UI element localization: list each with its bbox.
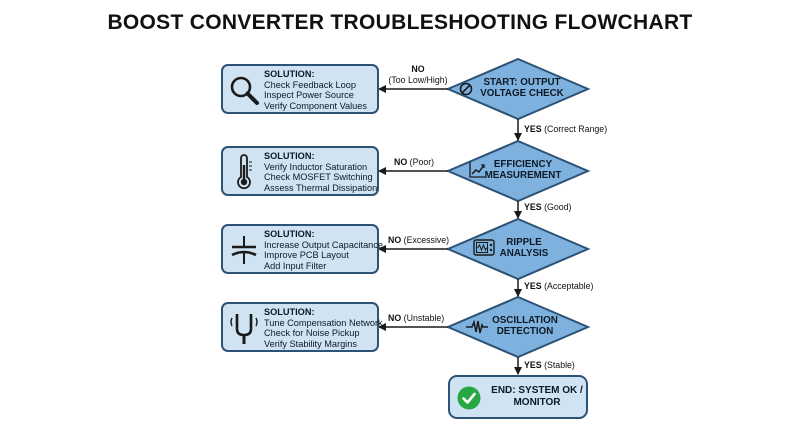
oscilloscope-icon xyxy=(473,239,495,256)
solution-line: Verify Inductor Saturation xyxy=(264,161,368,172)
no-label-sub: (Excessive) xyxy=(403,235,450,245)
yes-label-sub: (Stable) xyxy=(544,360,575,370)
solution-box-3: SOLUTION: Increase Output Capacitance Im… xyxy=(221,224,383,274)
check-circle-icon xyxy=(457,386,481,410)
solution-line: Inspect Power Source xyxy=(264,90,354,101)
solution-heading: SOLUTION: xyxy=(264,151,315,161)
solution-line: Add Input Filter xyxy=(264,260,327,271)
tuning-fork-icon xyxy=(230,314,258,344)
no-label-main: NO xyxy=(388,235,402,245)
no-label-3: NO (Excessive) xyxy=(388,235,449,245)
solution-text-3: SOLUTION: Increase Output Capacitance Im… xyxy=(264,229,383,271)
no-label-sub: (Too Low/High) xyxy=(388,75,448,85)
solution-text-2: SOLUTION: Verify Inductor Saturation Che… xyxy=(264,151,377,193)
decision-label-1: START: OUTPUT VOLTAGE CHECK xyxy=(480,77,564,99)
decision-label-4: OSCILLATION DETECTION xyxy=(492,315,558,337)
decision-label-2: EFFICIENCY MEASUREMENT xyxy=(484,159,562,181)
solution-text-4: SOLUTION: Tune Compensation Network Chec… xyxy=(264,307,383,349)
solution-box-2: SOLUTION: Verify Inductor Saturation Che… xyxy=(221,146,379,196)
solution-line: Check MOSFET Switching xyxy=(264,172,373,183)
no-label-2: NO (Poor) xyxy=(394,157,434,167)
page-title: BOOST CONVERTER TROUBLESHOOTING FLOWCHAR… xyxy=(107,11,693,34)
yes-label-2: YES (Good) xyxy=(524,202,571,212)
solution-line: Assess Thermal Dissipation xyxy=(264,182,378,193)
solution-line: Check for Noise Pickup xyxy=(264,328,360,339)
no-label-main: NO xyxy=(388,313,402,323)
solution-heading: SOLUTION: xyxy=(264,307,315,317)
no-label-sub: (Poor) xyxy=(409,157,435,167)
yes-label-sub: (Good) xyxy=(544,202,572,212)
solution-box-4: SOLUTION: Tune Compensation Network Chec… xyxy=(221,302,383,352)
solution-line: Verify Component Values xyxy=(264,100,367,111)
no-label-main: NO xyxy=(411,64,425,74)
yes-label-sub: (Correct Range) xyxy=(544,124,608,134)
yes-label-main: YES xyxy=(524,360,542,370)
yes-label-main: YES xyxy=(524,202,542,212)
magnifier-icon xyxy=(230,76,259,105)
solution-line: Check Feedback Loop xyxy=(264,79,356,90)
yes-label-4: YES (Stable) xyxy=(524,360,575,370)
yes-label-main: YES xyxy=(524,281,542,291)
yes-label-1: YES (Correct Range) xyxy=(524,124,607,134)
solution-box-1: SOLUTION: Check Feedback Loop Inspect Po… xyxy=(221,64,379,114)
solution-heading: SOLUTION: xyxy=(264,229,315,239)
no-label-1: NO (Too Low/High) xyxy=(387,64,449,86)
waveform-icon xyxy=(466,320,488,334)
yes-label-sub: (Acceptable) xyxy=(544,281,594,291)
solution-text-1: SOLUTION: Check Feedback Loop Inspect Po… xyxy=(264,69,367,111)
end-label: END: SYSTEM OK / MONITOR xyxy=(491,385,583,408)
thermometer-icon xyxy=(237,154,252,190)
end-box: END: SYSTEM OK / MONITOR xyxy=(448,375,588,419)
capacitor-icon xyxy=(231,236,257,264)
no-label-4: NO (Unstable) xyxy=(388,313,444,323)
no-label-main: NO xyxy=(394,157,408,167)
solution-line: Tune Compensation Network xyxy=(264,317,383,328)
yes-label-main: YES xyxy=(524,124,542,134)
yes-label-3: YES (Acceptable) xyxy=(524,281,593,291)
decision-label-3: RIPPLE ANALYSIS xyxy=(499,237,549,259)
solution-line: Verify Stability Margins xyxy=(264,338,357,349)
no-icon xyxy=(459,82,473,96)
solution-heading: SOLUTION: xyxy=(264,69,315,79)
solution-line: Improve PCB Layout xyxy=(264,250,349,261)
trend-chart-icon xyxy=(469,162,485,178)
no-label-sub: (Unstable) xyxy=(403,313,445,323)
solution-line: Increase Output Capacitance xyxy=(264,239,383,250)
